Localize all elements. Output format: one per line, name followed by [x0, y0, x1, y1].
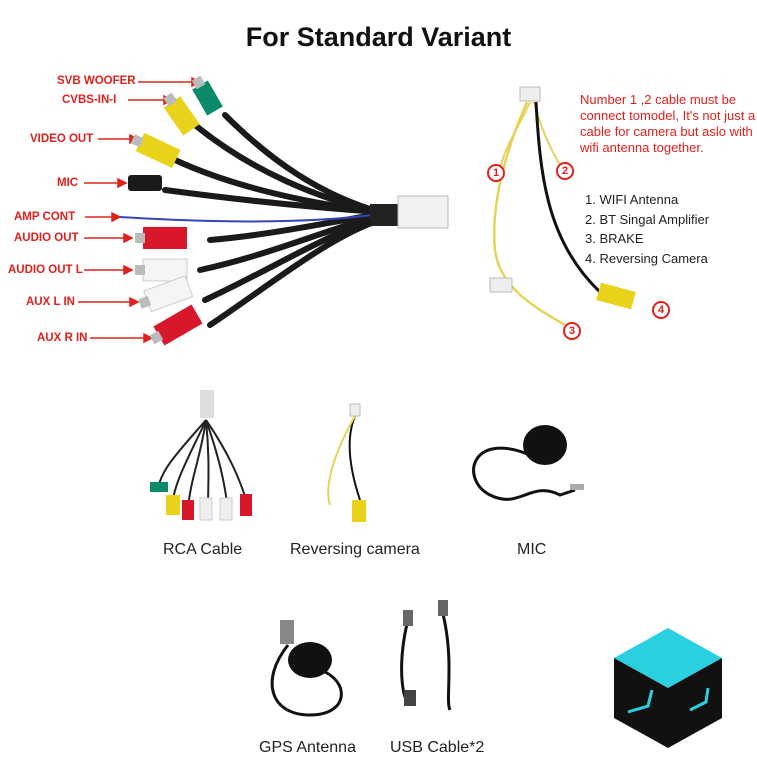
label-aux-r-in: AUX R IN	[37, 332, 88, 344]
label-amp-cont: AMP CONT	[14, 211, 76, 223]
page-title: For Standard Variant	[245, 22, 512, 52]
rca-cable-thumbnail	[150, 390, 252, 521]
camera-cable-illustration	[489, 86, 636, 327]
caption-gps-antenna: GPS Antenna	[259, 739, 356, 756]
marker-2: 2	[556, 162, 574, 180]
camera-cable-note: Number 1 ,2 cable must be connect tomode…	[580, 92, 756, 155]
label-aux-l-in: AUX L IN	[26, 296, 75, 308]
marker-4: 4	[652, 301, 670, 319]
label-audio-out-l: AUDIO OUT L	[8, 264, 83, 276]
label-video-out: VIDEO OUT	[30, 133, 94, 145]
caption-mic: MIC	[517, 541, 547, 558]
list-item: 4. Reversing Camera	[585, 250, 708, 266]
label-audio-out: AUDIO OUT	[14, 232, 79, 244]
camera-cable-list: 1. WIFI Antenna 2. BT Singal Amplifier 3…	[585, 190, 709, 268]
label-mic: MIC	[57, 177, 79, 189]
caption-reversing-camera: Reversing camera	[290, 541, 420, 558]
marker-3: 3	[563, 322, 581, 340]
caption-usb-cable: USB Cable*2	[390, 739, 485, 756]
list-item: 3. BRAKE	[585, 231, 644, 246]
reversing-camera-thumbnail	[327, 403, 366, 522]
list-item: 2. BT Singal Amplifier	[585, 211, 710, 227]
marker-1: 1	[487, 164, 505, 182]
usb-cable-thumbnail	[400, 600, 452, 711]
gps-antenna-thumbnail	[270, 620, 343, 717]
list-item: 1. WIFI Antenna	[585, 192, 679, 207]
label-cvbs-in: CVBS-IN-I	[62, 94, 117, 106]
mic-thumbnail	[472, 425, 584, 501]
brand-logo-icon	[614, 628, 722, 748]
label-svb-woofer: SVB WOOFER	[57, 75, 136, 87]
caption-rca-cable: RCA Cable	[163, 541, 243, 558]
